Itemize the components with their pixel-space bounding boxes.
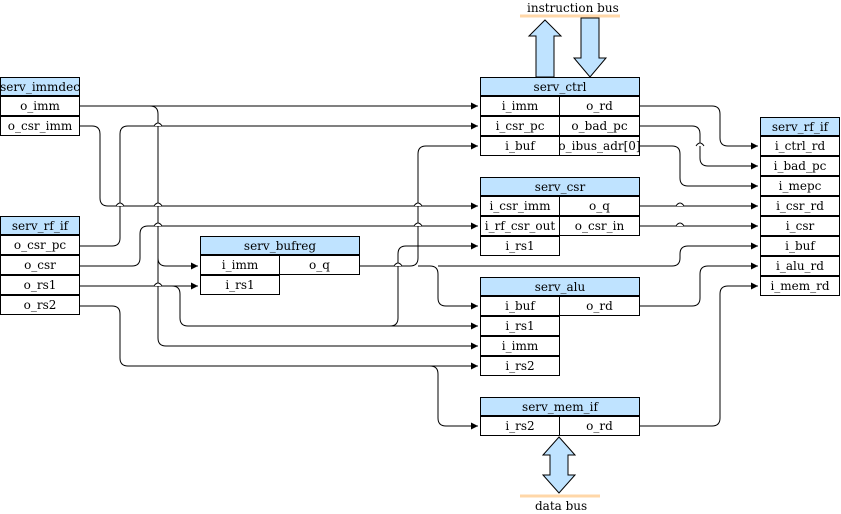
wire-ocsr-csr-irfcsrout	[80, 222, 478, 267]
port-i-rf-csr-out: i_rf_csr_out	[480, 216, 560, 236]
wire-hop	[153, 282, 163, 287]
port-o-rs1: o_rs1	[0, 275, 80, 295]
wire-hop	[675, 202, 685, 207]
port-i-mepc: i_mepc	[760, 176, 840, 196]
block-title: serv_rf_if	[760, 117, 840, 136]
wire-hop	[393, 262, 403, 267]
wire-hop	[675, 222, 685, 227]
wire-ocsrimm-csr-icsrimm	[80, 125, 478, 210]
instruction-bus-label: instruction bus	[527, 1, 619, 15]
port-i-csr: i_csr	[760, 216, 840, 236]
wire-hop	[413, 222, 423, 227]
wire-ors1-csr-irs1	[389, 242, 478, 327]
port-i-imm: i_imm	[480, 96, 560, 116]
block-title: serv_ctrl	[480, 77, 640, 96]
block-title: serv_rf_if	[0, 216, 80, 235]
port-i-rs2: i_rs2	[480, 416, 560, 436]
block-title: serv_alu	[480, 277, 640, 296]
port-i-alu-rd: i_alu_rd	[760, 256, 840, 276]
port-o-rd: o_rd	[559, 416, 640, 436]
port-i-rs1: i_rs1	[200, 275, 280, 295]
wire-hop	[153, 222, 163, 227]
port-o-q: o_q	[279, 255, 360, 275]
wire-oimm-bufreg-iimm	[149, 105, 198, 270]
port-o-rs2: o_rs2	[0, 295, 80, 315]
port-o-csr-imm: o_csr_imm	[0, 116, 80, 136]
block-title: serv_mem_if	[480, 397, 640, 416]
wire-ctrl-ord-rfif-ictrlrd	[640, 105, 758, 150]
wire-hop	[695, 142, 705, 147]
port-i-csr-pc: i_csr_pc	[480, 116, 560, 136]
block-title: serv_bufreg	[200, 236, 360, 255]
port-o-bad-pc: o_bad_pc	[559, 116, 640, 136]
port-o-csr-pc: o_csr_pc	[0, 235, 80, 255]
port-o-rd: o_rd	[559, 96, 640, 116]
port-i-imm: i_imm	[480, 336, 560, 356]
block-title: serv_immdec	[0, 77, 80, 96]
wire-hop	[153, 122, 163, 127]
port-i-buf: i_buf	[480, 136, 560, 156]
port-i-buf: i_buf	[760, 236, 840, 256]
port-i-ctrl-rd: i_ctrl_rd	[760, 136, 840, 156]
data-bus-label: data bus	[535, 499, 588, 513]
port-o-ibus-adr: o_ibus_adr[0]	[559, 136, 640, 156]
port-i-rs1: i_rs1	[480, 236, 560, 256]
wire-hop	[115, 202, 125, 207]
wire-alu-ord-rfif-ialurd	[640, 262, 758, 307]
port-o-q: o_q	[559, 196, 640, 216]
wire-ocsrpc-ctrl-icsrpc	[80, 122, 478, 247]
port-i-bad-pc: i_bad_pc	[760, 156, 840, 176]
port-o-imm: o_imm	[0, 96, 80, 116]
wire-memif-ord-rfif-imemrd	[640, 282, 758, 427]
port-i-rs1: i_rs1	[480, 316, 560, 336]
wire-hop	[153, 202, 163, 207]
data-bus-double-arrow	[541, 436, 577, 494]
block-title: serv_csr	[480, 177, 640, 196]
wire-bufreg-oq-rfif-ibuf	[438, 242, 758, 267]
port-o-csr-in: o_csr_in	[559, 216, 640, 236]
port-o-rd: o_rd	[559, 296, 640, 316]
instruction-bus-down-arrow	[572, 17, 608, 78]
wire-bufreg-oq-alu-ibuf	[418, 265, 478, 310]
port-i-csr-imm: i_csr_imm	[480, 196, 560, 216]
wire-ctrl-oibusadr-rfif-imepc	[640, 145, 758, 190]
instruction-bus-up-arrow	[527, 19, 563, 78]
port-i-mem-rd: i_mem_rd	[760, 276, 840, 296]
wire-hop	[413, 202, 423, 207]
wire-ors1-alu-irs1	[171, 285, 478, 330]
wire-ors2-alu-irs2	[80, 305, 478, 370]
port-i-rs2: i_rs2	[480, 356, 560, 376]
wire-oimm-alu-iimm	[157, 258, 478, 350]
port-i-csr-rd: i_csr_rd	[760, 196, 840, 216]
port-o-csr: o_csr	[0, 255, 80, 275]
wire-ors2-memif-irs2	[429, 365, 478, 430]
